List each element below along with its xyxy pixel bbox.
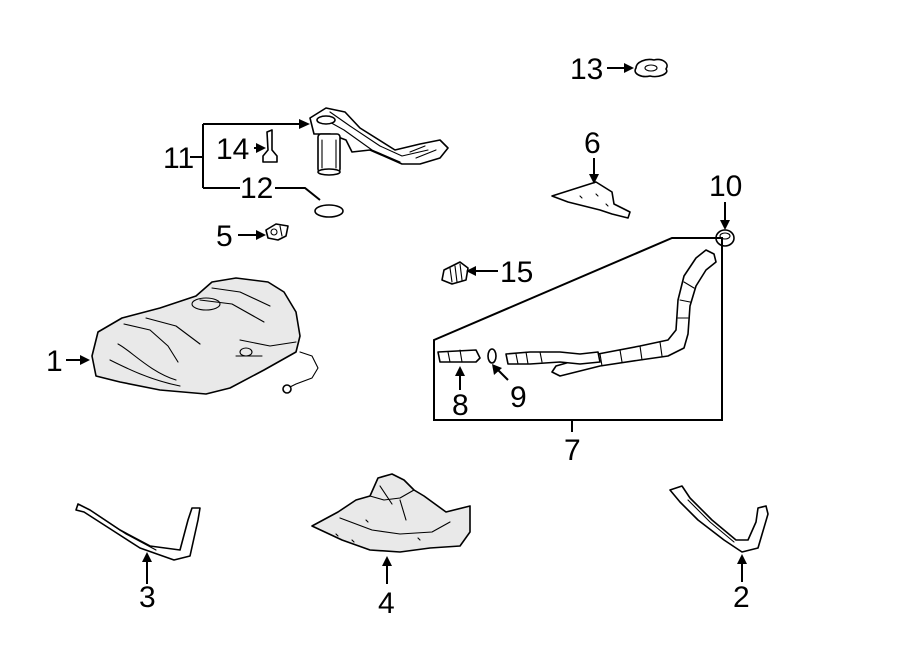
part-6-shield (551, 181, 631, 219)
part-14-sensor (262, 129, 278, 163)
callout-9: 9 (510, 381, 527, 414)
callout-7: 7 (564, 434, 581, 467)
part-9-clamp (487, 348, 497, 364)
callout-13: 13 (570, 53, 603, 86)
part-13-cap-seal (634, 58, 668, 78)
part-7-filler-pipe-group (433, 237, 723, 421)
callout-14: 14 (216, 133, 249, 166)
callout-labels: 13 11 14 12 5 6 10 15 1 8 9 7 3 4 2 (46, 53, 750, 620)
callout-10: 10 (709, 170, 742, 203)
callout-2: 2 (733, 581, 750, 614)
part-7-group-outline (433, 237, 723, 421)
callout-4: 4 (378, 587, 395, 620)
part-3-strap (75, 503, 201, 561)
part-11-fuel-pump-module (309, 107, 449, 176)
callout-12: 12 (240, 172, 273, 205)
callout-1: 1 (46, 345, 63, 378)
part-1-fuel-tank (91, 277, 319, 395)
part-15-valve (441, 261, 469, 285)
callout-11: 11 (163, 142, 194, 175)
part-5-clip (265, 223, 289, 241)
callout-6: 6 (584, 127, 601, 160)
leader-lines (66, 63, 747, 584)
part-12-seal-ring (314, 204, 344, 218)
callout-15: 15 (500, 256, 533, 289)
part-8-hose (437, 349, 481, 363)
part-4-shield (311, 473, 471, 553)
callout-8: 8 (452, 389, 469, 422)
callout-3: 3 (139, 581, 156, 614)
callout-5: 5 (216, 220, 233, 253)
part-2-strap (669, 485, 769, 553)
